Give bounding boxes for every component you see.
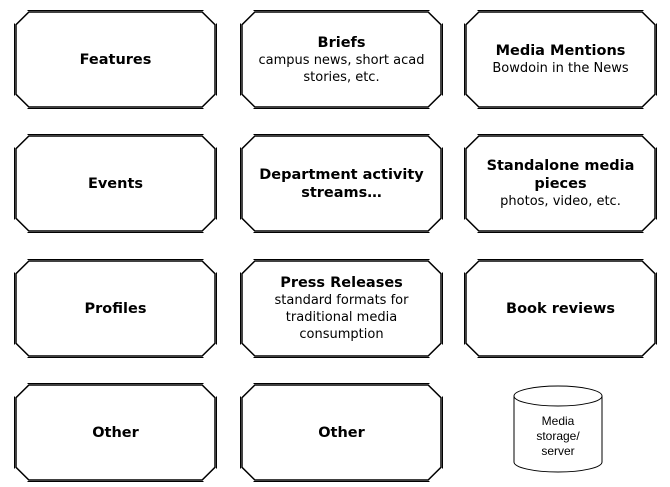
box-book-reviews: Book reviews — [464, 259, 657, 358]
box-title: Briefs — [317, 34, 366, 51]
box-other-1: Other — [14, 383, 217, 482]
box-press-releases: Press Releases standard formats for trad… — [240, 259, 443, 358]
box-title: Profiles — [84, 300, 147, 317]
media-storage-cylinder: Media storage/ server — [512, 384, 604, 474]
storage-label-line-3: server — [541, 444, 575, 458]
box-title: Other — [92, 424, 139, 441]
box-subtitle: standard formats for traditional media c… — [274, 293, 409, 342]
box-profiles: Profiles — [14, 259, 217, 358]
box-title: Book reviews — [506, 300, 615, 317]
box-events: Events — [14, 134, 217, 233]
box-subtitle: campus news, short acad stories, etc. — [258, 52, 425, 85]
box-other-2: Other — [240, 383, 443, 482]
box-subtitle: Bowdoin in the News — [492, 61, 629, 76]
box-features: Features — [14, 10, 217, 109]
box-title: Media Mentions — [495, 43, 626, 59]
storage-label-line-2: storage/ — [536, 429, 580, 443]
box-media-mentions: Media Mentions Bowdoin in the News — [464, 10, 657, 109]
box-title: Events — [87, 175, 144, 192]
storage-label-line-1: Media — [541, 414, 575, 428]
box-briefs: Briefs campus news, short acad stories, … — [240, 10, 443, 109]
box-standalone-media: Standalone media pieces photos, video, e… — [464, 134, 657, 233]
box-title: Press Releases — [280, 275, 403, 291]
database-cylinder-icon — [513, 385, 603, 473]
box-title: Standalone media pieces — [486, 158, 635, 192]
box-title: Other — [318, 424, 365, 441]
box-title: Features — [79, 51, 152, 68]
box-subtitle: photos, video, etc. — [500, 194, 621, 209]
box-department-streams: Department activity streams… — [240, 134, 443, 233]
box-title: Department activity streams… — [259, 166, 424, 201]
